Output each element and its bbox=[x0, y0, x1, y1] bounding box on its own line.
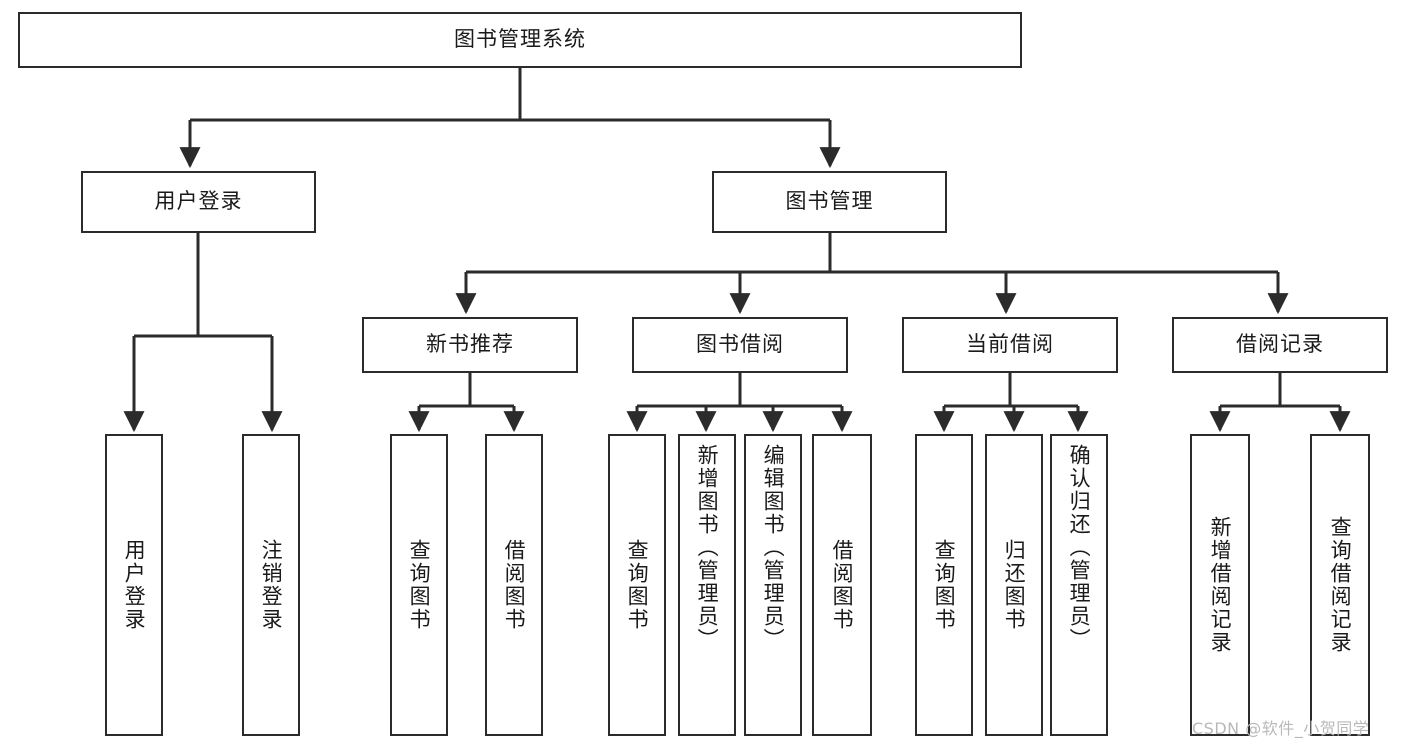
node-leaf-confirm-return-admin-label: 确认归还（管理员） bbox=[1067, 444, 1092, 651]
node-leaf-query-book-3[interactable]: 查询图书 bbox=[915, 434, 973, 736]
node-leaf-edit-book-admin-label: 编辑图书（管理员） bbox=[761, 444, 786, 651]
node-leaf-user-logout-label: 注销登录 bbox=[259, 539, 284, 631]
node-leaf-query-book-2[interactable]: 查询图书 bbox=[608, 434, 666, 736]
node-leaf-add-book-admin[interactable]: 新增图书（管理员） bbox=[678, 434, 736, 736]
node-user-login[interactable]: 用户登录 bbox=[81, 171, 316, 233]
node-leaf-query-book-1-label: 查询图书 bbox=[407, 539, 432, 631]
node-book-borrow[interactable]: 图书借阅 bbox=[632, 317, 848, 373]
node-leaf-edit-book-admin[interactable]: 编辑图书（管理员） bbox=[744, 434, 802, 736]
node-leaf-query-book-1[interactable]: 查询图书 bbox=[390, 434, 448, 736]
node-book-management[interactable]: 图书管理 bbox=[712, 171, 947, 233]
node-leaf-return-book[interactable]: 归还图书 bbox=[985, 434, 1043, 736]
node-leaf-add-borrow-record[interactable]: 新增借阅记录 bbox=[1190, 434, 1250, 736]
node-new-book-recommendation-label: 新书推荐 bbox=[426, 332, 514, 357]
node-book-management-label: 图书管理 bbox=[785, 189, 874, 214]
node-leaf-user-logout[interactable]: 注销登录 bbox=[242, 434, 300, 736]
node-user-login-label: 用户登录 bbox=[154, 189, 243, 214]
node-leaf-return-book-label: 归还图书 bbox=[1002, 539, 1027, 631]
node-book-borrow-label: 图书借阅 bbox=[696, 332, 784, 357]
node-root-label: 图书管理系统 bbox=[454, 27, 586, 52]
node-borrow-record-label: 借阅记录 bbox=[1236, 332, 1324, 357]
node-current-borrow-label: 当前借阅 bbox=[966, 332, 1054, 357]
node-leaf-confirm-return-admin[interactable]: 确认归还（管理员） bbox=[1050, 434, 1108, 736]
node-leaf-borrow-book-2-label: 借阅图书 bbox=[830, 539, 855, 631]
node-leaf-add-book-admin-label: 新增图书（管理员） bbox=[695, 444, 720, 651]
node-leaf-user-login[interactable]: 用户登录 bbox=[105, 434, 163, 736]
node-current-borrow[interactable]: 当前借阅 bbox=[902, 317, 1118, 373]
node-borrow-record[interactable]: 借阅记录 bbox=[1172, 317, 1388, 373]
node-leaf-borrow-book-2[interactable]: 借阅图书 bbox=[812, 434, 872, 736]
node-leaf-borrow-book-1-label: 借阅图书 bbox=[502, 539, 527, 631]
node-leaf-borrow-book-1[interactable]: 借阅图书 bbox=[485, 434, 543, 736]
node-leaf-add-borrow-record-label: 新增借阅记录 bbox=[1208, 516, 1233, 654]
node-leaf-query-book-3-label: 查询图书 bbox=[932, 539, 957, 631]
node-new-book-recommendation[interactable]: 新书推荐 bbox=[362, 317, 578, 373]
node-root[interactable]: 图书管理系统 bbox=[18, 12, 1022, 68]
node-leaf-user-login-label: 用户登录 bbox=[122, 539, 147, 631]
node-leaf-query-borrow-record-label: 查询借阅记录 bbox=[1328, 516, 1353, 654]
node-leaf-query-borrow-record[interactable]: 查询借阅记录 bbox=[1310, 434, 1370, 736]
node-leaf-query-book-2-label: 查询图书 bbox=[625, 539, 650, 631]
